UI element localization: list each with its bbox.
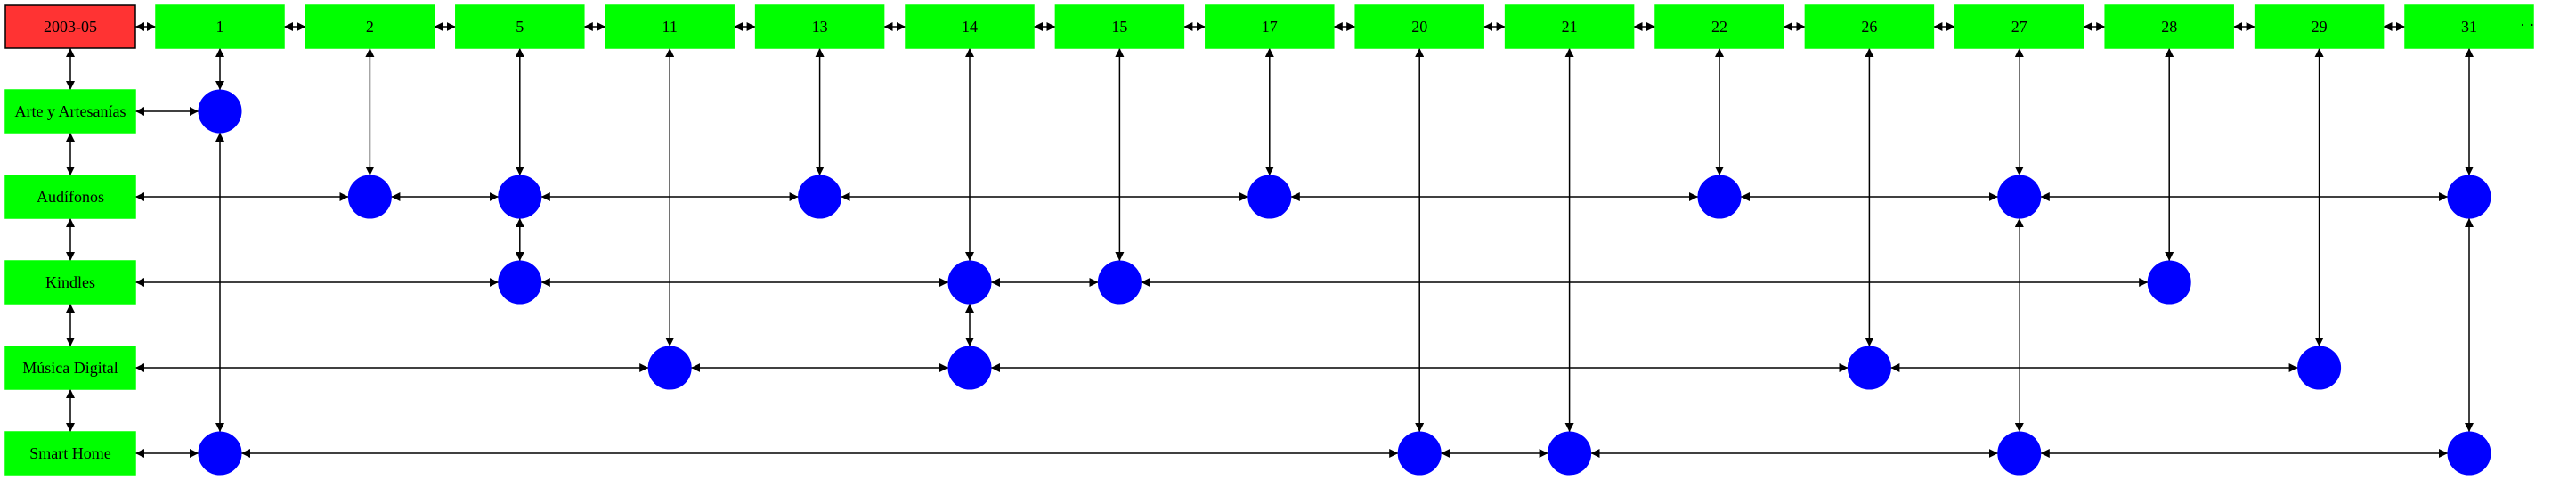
column-node-20-label: 20 bbox=[1411, 18, 1427, 36]
column-node-17-label: 17 bbox=[1262, 18, 1278, 36]
column-node-17-box bbox=[1205, 4, 1335, 49]
column-node-11-box bbox=[605, 4, 735, 49]
dot-2-14[interactable] bbox=[947, 260, 992, 305]
dot-4-27[interactable] bbox=[1997, 431, 2042, 476]
dot-2-5[interactable] bbox=[498, 260, 542, 305]
row-node-3-box bbox=[4, 346, 136, 390]
row-node-4[interactable]: Smart Home bbox=[4, 431, 136, 476]
column-node-11[interactable]: 11 bbox=[605, 4, 735, 49]
column-node-29-label: 29 bbox=[2312, 18, 2328, 36]
dot-3-11[interactable] bbox=[647, 346, 692, 390]
dot-1-2[interactable] bbox=[347, 175, 392, 219]
row-node-0-label: Arte y Artesanías bbox=[15, 102, 126, 120]
row-node-3[interactable]: Música Digital bbox=[4, 346, 136, 390]
column-node-31-label: 31 bbox=[2461, 18, 2477, 36]
column-node-5[interactable]: 5 bbox=[455, 4, 585, 49]
column-node-22[interactable]: 22 bbox=[1654, 4, 1784, 49]
row-node-1-box bbox=[4, 175, 136, 219]
dot-3-29[interactable] bbox=[2297, 346, 2342, 390]
column-node-20[interactable]: 20 bbox=[1354, 4, 1484, 49]
column-node-5-label: 5 bbox=[516, 18, 524, 36]
column-node-1[interactable]: 1 bbox=[155, 4, 285, 49]
column-node-27-box bbox=[1954, 4, 2084, 49]
dot-3-26[interactable] bbox=[1847, 346, 1891, 390]
dot-1-31[interactable] bbox=[2447, 175, 2491, 219]
column-node-14[interactable]: 14 bbox=[905, 4, 1035, 49]
column-node-13-label: 13 bbox=[812, 18, 828, 36]
column-node-11-label: 11 bbox=[662, 18, 678, 36]
column-node-21[interactable]: 21 bbox=[1504, 4, 1635, 49]
column-node-14-box bbox=[905, 4, 1035, 49]
dot-4-1[interactable] bbox=[198, 431, 242, 476]
dot-2-15[interactable] bbox=[1097, 260, 1142, 305]
column-node-29-box bbox=[2254, 4, 2385, 49]
column-node-22-box bbox=[1654, 4, 1784, 49]
row-node-0-box bbox=[4, 89, 136, 134]
period-node-box bbox=[4, 4, 136, 49]
row-node-2-label: Kindles bbox=[45, 273, 95, 291]
row-node-3-label: Música Digital bbox=[22, 359, 118, 377]
period-node[interactable]: 2003-05 bbox=[4, 4, 136, 49]
column-node-13-box bbox=[754, 4, 885, 49]
dot-1-17[interactable] bbox=[1247, 175, 1292, 219]
column-node-15[interactable]: 15 bbox=[1054, 4, 1185, 49]
column-node-31[interactable]: 31 bbox=[2404, 4, 2534, 49]
dot-1-5[interactable] bbox=[498, 175, 542, 219]
row-node-4-label: Smart Home bbox=[29, 444, 111, 462]
column-node-28-label: 28 bbox=[2161, 18, 2177, 36]
column-node-26[interactable]: 26 bbox=[1804, 4, 1935, 49]
column-node-27-label: 27 bbox=[2011, 18, 2027, 36]
column-node-17[interactable]: 17 bbox=[1205, 4, 1335, 49]
dot-0-1[interactable] bbox=[198, 89, 242, 134]
dot-1-13[interactable] bbox=[798, 175, 842, 219]
column-node-28[interactable]: 28 bbox=[2104, 4, 2234, 49]
column-node-1-box bbox=[155, 4, 285, 49]
column-node-15-label: 15 bbox=[1111, 18, 1127, 36]
dot-1-22[interactable] bbox=[1697, 175, 1742, 219]
edges bbox=[66, 22, 2474, 458]
column-node-27[interactable]: 27 bbox=[1954, 4, 2084, 49]
dot-3-14[interactable] bbox=[947, 346, 992, 390]
period-node-label: 2003-05 bbox=[44, 18, 97, 36]
dot-2-28[interactable] bbox=[2147, 260, 2191, 305]
ellipsis: · · bbox=[2520, 16, 2535, 34]
column-node-2-box bbox=[305, 4, 435, 49]
dot-4-20[interactable] bbox=[1397, 431, 1442, 476]
column-node-29[interactable]: 29 bbox=[2254, 4, 2385, 49]
row-node-2[interactable]: Kindles bbox=[4, 260, 136, 305]
column-node-31-box bbox=[2404, 4, 2534, 49]
column-node-2-label: 2 bbox=[366, 18, 374, 36]
dot-4-21[interactable] bbox=[1548, 431, 1592, 476]
column-node-26-label: 26 bbox=[1861, 18, 1877, 36]
column-node-26-box bbox=[1804, 4, 1935, 49]
row-node-1[interactable]: Audífonos bbox=[4, 175, 136, 219]
dot-1-27[interactable] bbox=[1997, 175, 2042, 219]
column-node-1-label: 1 bbox=[216, 18, 224, 36]
row-node-1-label: Audífonos bbox=[37, 188, 104, 206]
column-node-2[interactable]: 2 bbox=[305, 4, 435, 49]
column-node-13[interactable]: 13 bbox=[754, 4, 885, 49]
column-node-28-box bbox=[2104, 4, 2234, 49]
dot-4-31[interactable] bbox=[2447, 431, 2491, 476]
column-node-21-label: 21 bbox=[1562, 18, 1578, 36]
column-node-14-label: 14 bbox=[962, 18, 978, 36]
nodes: 2003-05 1 2 5 11 13 14 15 17 20 21 22 26 27 28 29 31Arte… bbox=[4, 4, 2534, 476]
column-node-5-box bbox=[455, 4, 585, 49]
column-node-15-box bbox=[1054, 4, 1185, 49]
column-node-20-box bbox=[1354, 4, 1484, 49]
row-node-4-box bbox=[4, 431, 136, 476]
column-node-22-label: 22 bbox=[1711, 18, 1727, 36]
row-node-0[interactable]: Arte y Artesanías bbox=[4, 89, 136, 134]
row-node-2-box bbox=[4, 260, 136, 305]
column-node-21-box bbox=[1504, 4, 1635, 49]
